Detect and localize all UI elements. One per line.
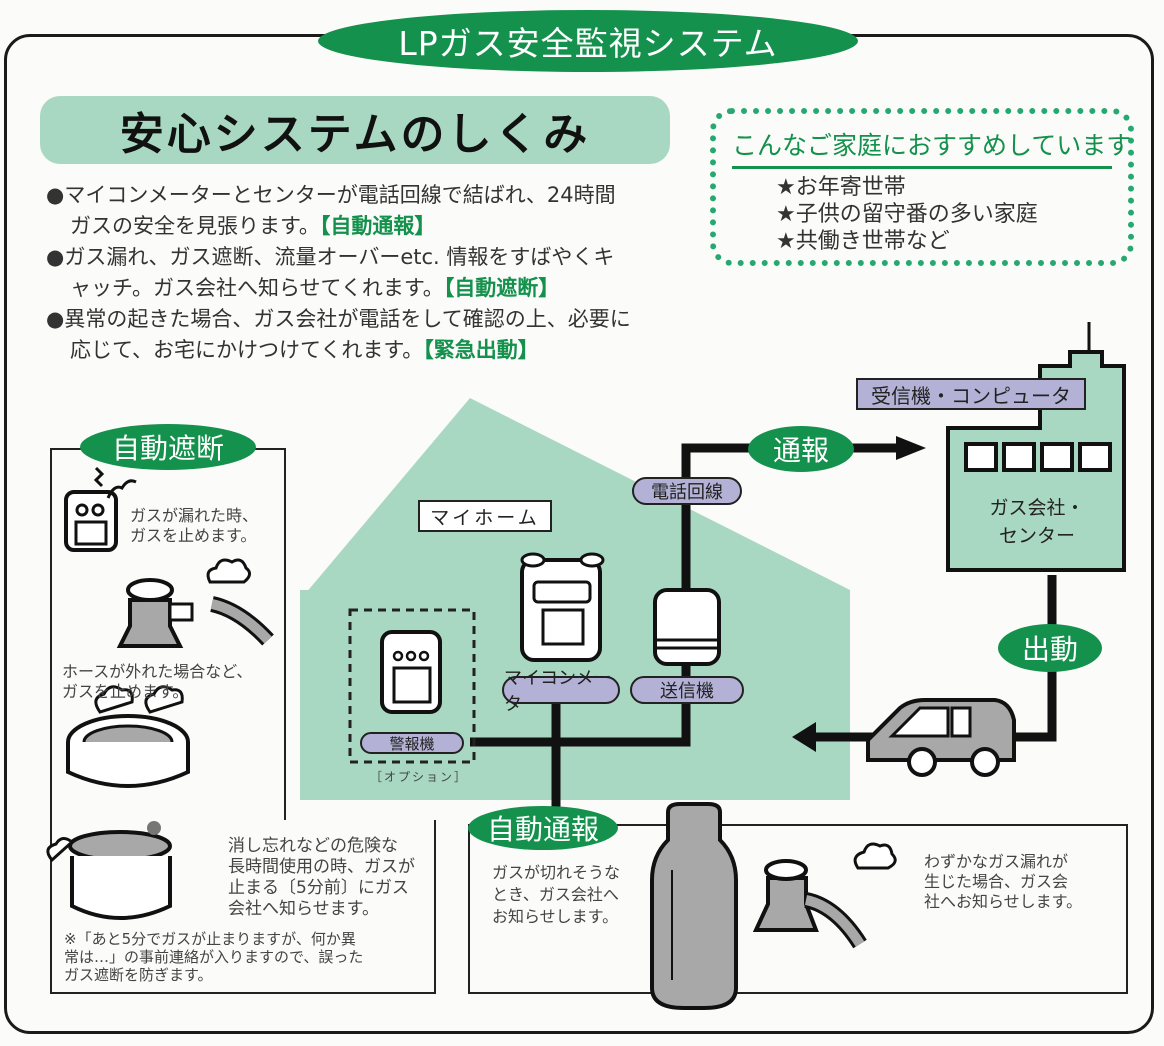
feature-tag: 【緊急出動】: [423, 338, 539, 362]
text-line: 長時間使用の時、ガスが: [228, 857, 415, 877]
recommend-box: こんなご家庭におすすめしています ★お年寄世帯 ★子供の留守番の多い家庭 ★共働…: [710, 108, 1134, 266]
text-line: 常は…」の事前連絡が入りますので、誤った: [64, 948, 364, 966]
feature-tag: 【自動遮断】: [443, 276, 560, 300]
notify-text: 通報: [772, 434, 829, 467]
main-title: LPガス安全監視システム: [318, 10, 858, 72]
shutoff-note: ※「あと5分でガスが止まりますが、何か異 常は…」の事前連絡が入りますので、誤っ…: [64, 930, 363, 984]
feature-line: ャッチ。ガス会社へ知らせてくれます。【自動遮断】: [46, 273, 716, 304]
feature-item: ●異常の起きた場合、ガス会社が電話をして確認の上、必要に 応じて、お宅にかけつけ…: [46, 304, 716, 366]
text-line: ガスを止めます。: [62, 682, 189, 701]
text-line: ガスが漏れた時、: [130, 506, 259, 525]
option-label: ［オプション］: [370, 770, 469, 784]
dispatch-badge: 出動: [998, 624, 1102, 672]
text-line: 会社へ知らせます。: [228, 899, 379, 919]
text-line: ガス遮断を防ぎます。: [64, 966, 213, 984]
alarm-label: 警報機: [360, 732, 464, 754]
phone-line-label: 電話回線: [632, 477, 742, 505]
recommend-title: こんなご家庭におすすめしています: [732, 126, 1131, 169]
feature-line: ●マイコンメーターとセンターが電話回線で結ばれ、24時間: [46, 183, 616, 207]
text-line: とき、ガス会社へ: [492, 885, 619, 904]
feature-text: ャッチ。ガス会社へ知らせてくれます。: [70, 276, 444, 300]
text-line: 生じた場合、ガス会: [924, 872, 1069, 891]
feature-text: 応じて、お宅にかけつけてくれます。: [70, 338, 424, 362]
shutoff-leak-text: ガスが漏れた時、 ガスを止めます。: [130, 506, 258, 546]
notify-empty-text: ガスが切れそうな とき、ガス会社へ お知らせします。: [492, 862, 620, 928]
feature-tag: 【自動通報】: [319, 214, 436, 238]
feature-line: ●異常の起きた場合、ガス会社が電話をして確認の上、必要に: [46, 307, 631, 331]
text-line: ガスが切れそうな: [492, 863, 621, 882]
feature-item: ●マイコンメーターとセンターが電話回線で結ばれ、24時間 ガスの安全を見張ります…: [46, 180, 716, 242]
feature-list: ●マイコンメーターとセンターが電話回線で結ばれ、24時間 ガスの安全を見張ります…: [46, 180, 716, 366]
main-title-text: LPガス安全監視システム: [398, 24, 778, 63]
text-line: ホースが外れた場合など、: [62, 662, 253, 681]
feature-line: ガスの安全を見張ります。【自動通報】: [46, 211, 716, 242]
feature-item: ●ガス漏れ、ガス遮断、流量オーバーetc. 情報をすばやくキ ャッチ。ガス会社へ…: [46, 242, 716, 304]
text-line: お知らせします。: [492, 907, 619, 926]
text-line: ※「あと5分でガスが止まりますが、何か異: [64, 930, 356, 948]
auto-notify-heading: 自動通報: [468, 806, 618, 850]
auto-shutoff-heading: 自動遮断: [80, 424, 256, 470]
text-line: ガスを止めます。: [130, 526, 257, 545]
meter-label: マイコンメータ: [502, 668, 620, 715]
feature-text: ガスの安全を見張ります。: [70, 214, 320, 238]
auto-notify-heading-text: 自動通報: [486, 813, 599, 846]
receiver-label: 受信機・コンピュータ: [856, 378, 1086, 410]
transmitter-label: 送信機: [630, 676, 744, 704]
notify-badge: 通報: [748, 426, 854, 472]
feature-line: 応じて、お宅にかけつけてくれます。【緊急出動】: [46, 335, 716, 366]
feature-line: ●ガス漏れ、ガス遮断、流量オーバーetc. 情報をすばやくキ: [46, 245, 615, 269]
gas-center-label: ガス会社・ センター: [962, 494, 1112, 550]
text-line: 消し忘れなどの危険な: [228, 836, 398, 856]
auto-notify-panel: [468, 824, 1128, 994]
notify-leak-text: わずかなガス漏れが 生じた場合、ガス会 社へお知らせします。: [924, 852, 1082, 912]
gas-center-line: ガス会社・: [989, 497, 1085, 519]
my-home-label: マイホーム: [418, 500, 552, 532]
auto-shutoff-heading-text: 自動遮断: [111, 432, 224, 465]
shutoff-hose-text: ホースが外れた場合など、 ガスを止めます。: [62, 662, 252, 702]
text-line: 社へお知らせします。: [924, 892, 1083, 911]
subtitle-text: 安心システムのしくみ: [119, 109, 591, 160]
shutoff-longuse-text: 消し忘れなどの危険な 長時間使用の時、ガスが 止まる〔5分前〕にガス 会社へ知ら…: [228, 836, 415, 920]
recommend-item: ★共働き世帯など: [776, 229, 950, 254]
text-line: 止まる〔5分前〕にガス: [228, 878, 409, 898]
subtitle-banner: 安心システムのしくみ: [40, 96, 670, 164]
recommend-item: ★お年寄世帯: [776, 175, 906, 200]
recommend-list: ★お年寄世帯 ★子供の留守番の多い家庭 ★共働き世帯など: [776, 174, 1038, 255]
recommend-item: ★子供の留守番の多い家庭: [776, 202, 1038, 227]
dispatch-text: 出動: [1021, 633, 1078, 666]
text-line: わずかなガス漏れが: [924, 852, 1069, 871]
gas-center-line: センター: [998, 525, 1075, 547]
